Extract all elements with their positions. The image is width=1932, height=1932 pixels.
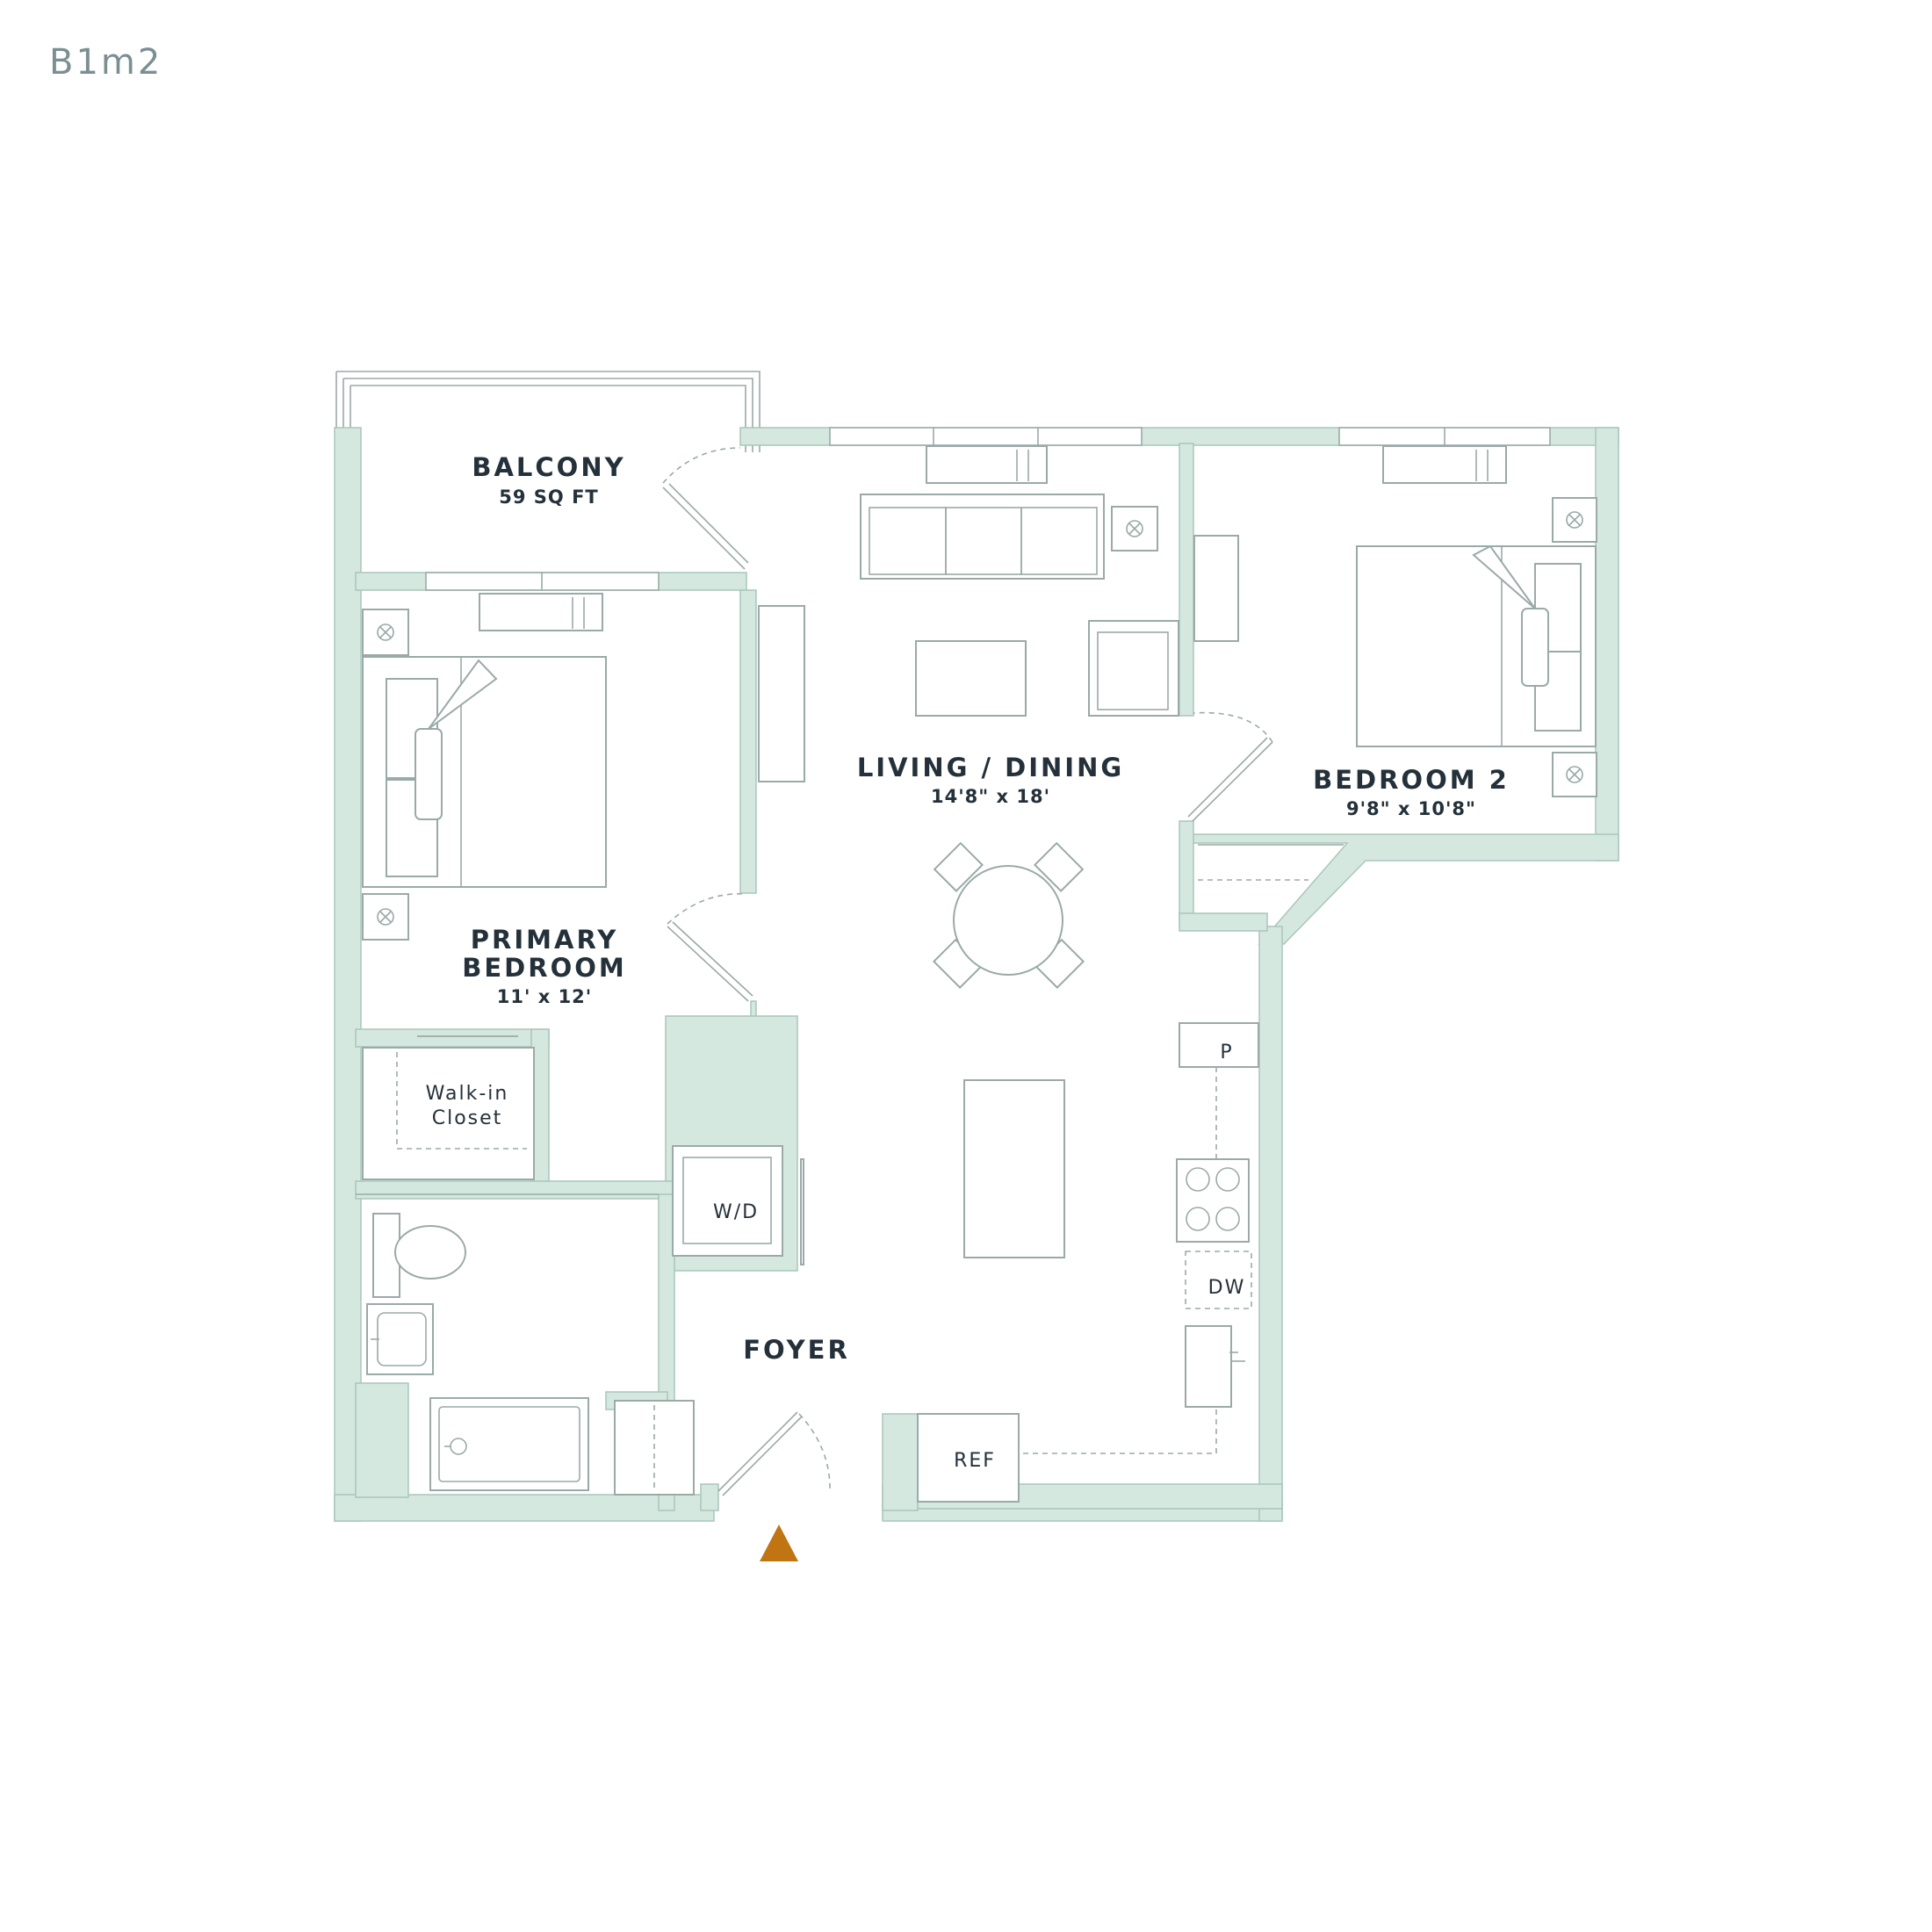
dw-label: DW [1208,1277,1246,1299]
living-furniture [860,445,1179,1258]
balcony-label: BALCONY [472,452,625,482]
plan-title: B1m2 [49,42,163,83]
closet-label-line1: Walk-in [426,1083,509,1105]
living-size: 14'8" x 18' [931,786,1050,807]
bath-fixtures [356,1035,695,1496]
windows [425,427,1551,591]
pantry-label: P [1220,1042,1233,1063]
living-label: LIVING / DINING [857,753,1124,782]
doors [417,447,1273,1496]
primary-label-line1: PRIMARY [471,925,618,955]
bedroom2-label: BEDROOM 2 [1313,765,1510,795]
bedroom2-furniture [1193,445,1597,881]
room-labels: BALCONY 59 SQ FT LIVING / DINING 14'8" x… [426,452,1510,1472]
balcony-size: 59 SQ FT [499,487,599,508]
walls [334,371,1619,1522]
primary-label-line2: BEDROOM [462,953,626,983]
triangle-up-icon [760,1525,798,1561]
closet-label-line2: Closet [432,1107,503,1129]
kitchen-fixtures [672,1022,1259,1503]
foyer-label: FOYER [743,1335,850,1365]
primary-bedroom-furniture [362,593,805,941]
wd-label: W/D [713,1201,759,1223]
bedroom2-size: 9'8" x 10'8" [1346,798,1476,819]
primary-size: 11' x 12' [497,986,592,1007]
ref-label: REF [954,1450,996,1472]
